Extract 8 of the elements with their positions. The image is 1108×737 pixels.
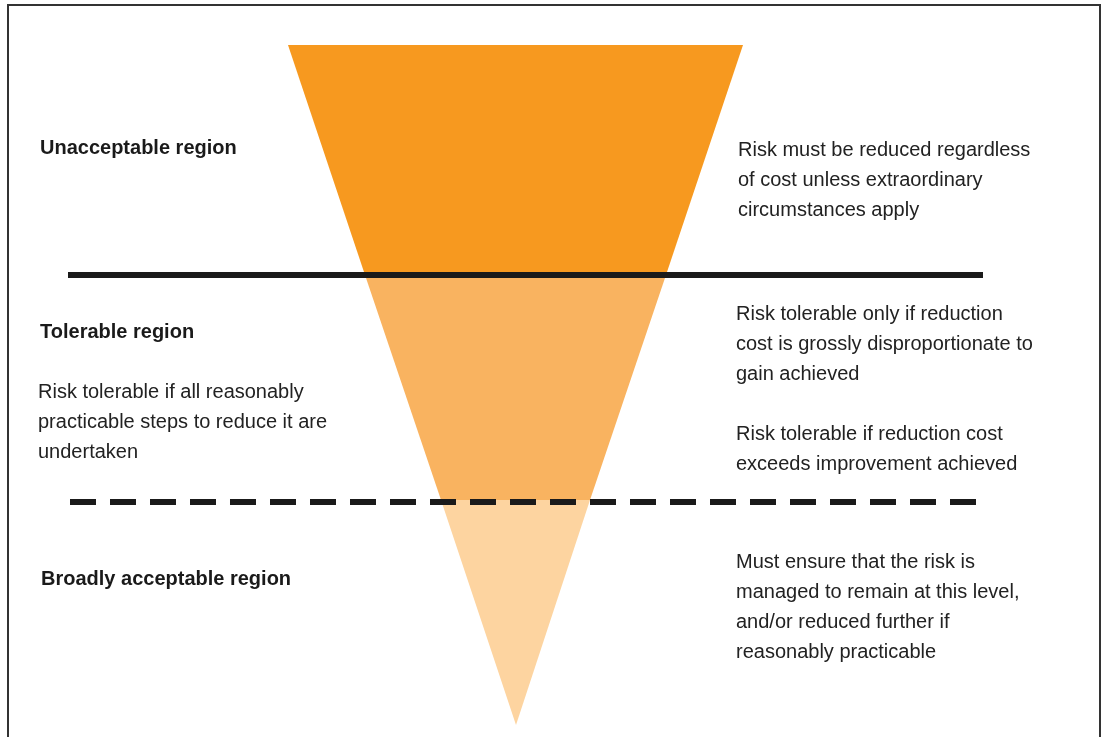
description-text: Risk must be reduced regardless of cost unless extraordinary circumstances apply bbox=[738, 137, 1032, 222]
region-heading: Unacceptable region bbox=[40, 135, 238, 160]
region-heading: Broadly acceptable region bbox=[41, 566, 293, 591]
description-text: Risk tolerable if all reasonably practicable steps to reduce it are undertaken bbox=[38, 379, 329, 464]
region-heading: Tolerable region bbox=[40, 319, 196, 344]
description-text: Must ensure that the risk is managed to remain at this level, and/or reduced further if reasonably practicable bbox=[736, 549, 1021, 664]
description-text: Risk tolerable if reduction cost exceeds improvement achieved bbox=[736, 421, 1019, 476]
description-text: Risk tolerable only if reduction cost is grossly disproportionate to gain achieved bbox=[736, 301, 1034, 386]
